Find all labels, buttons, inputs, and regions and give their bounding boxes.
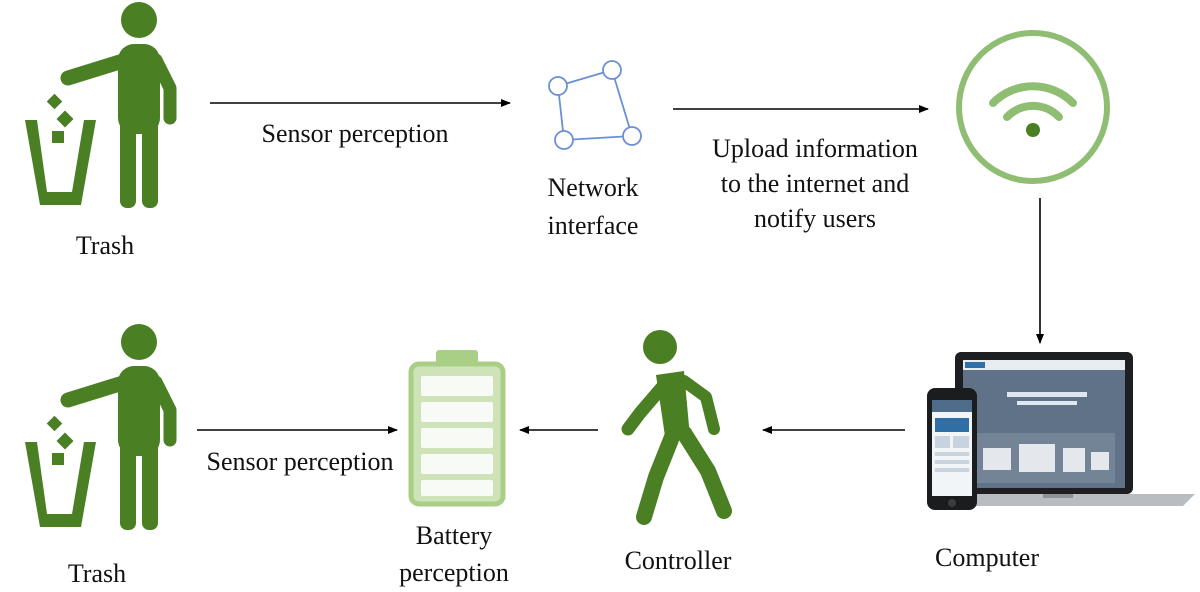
- edge-label-upload-line1: Upload information: [712, 134, 918, 163]
- walking-person-icon: [621, 330, 732, 525]
- network-label-line1: Network: [547, 173, 639, 202]
- network-graph-icon: [548, 60, 642, 150]
- battery-label-line2: perception: [399, 558, 509, 587]
- trash-top-label: Trash: [75, 231, 135, 260]
- edge-label-trash-to-network: Sensor perception: [261, 119, 449, 148]
- trash-bottom-label: Trash: [67, 559, 127, 588]
- computer-label: Computer: [935, 543, 1039, 572]
- edge-label-upload-line3: notify users: [753, 204, 877, 233]
- edge-label-trash-to-battery: Sensor perception: [206, 447, 394, 476]
- controller-label: Controller: [624, 546, 732, 575]
- battery-icon: [408, 350, 506, 507]
- battery-label-line1: Battery: [415, 521, 493, 550]
- wifi-icon: [956, 30, 1110, 184]
- network-label-line2: interface: [547, 211, 639, 240]
- laptop-phone-icon: [927, 352, 1195, 510]
- edge-label-upload-line2: to the internet and: [720, 169, 910, 198]
- person-trash-icon: [25, 2, 177, 208]
- person-trash-icon: [25, 324, 177, 530]
